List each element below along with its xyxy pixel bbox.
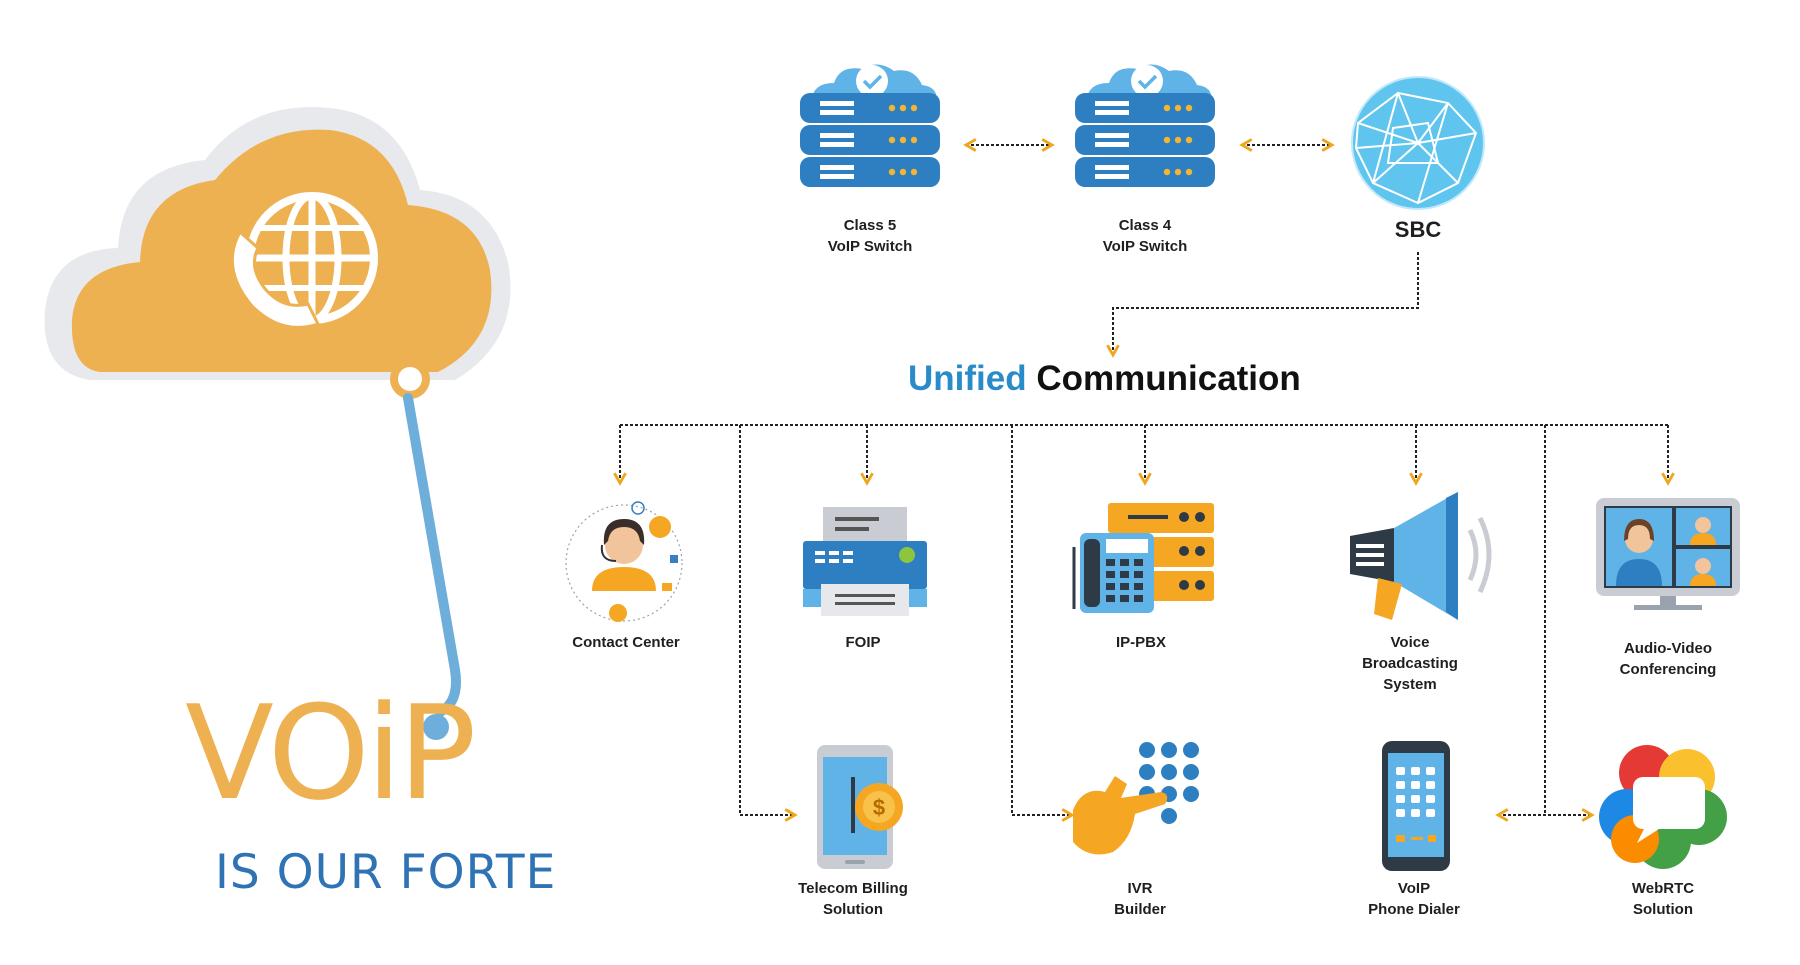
mobile-payment-icon: $ xyxy=(817,745,903,869)
pin-dot xyxy=(423,714,449,740)
webrtc-logo-icon xyxy=(1599,745,1727,869)
smartphone-dialer-icon xyxy=(1382,741,1450,871)
label-sbc: SBC xyxy=(1394,217,1442,242)
server-stack-icon xyxy=(798,62,942,189)
label-ippbx: IP-PBX xyxy=(1115,634,1167,651)
desk-phone-server-icon xyxy=(1072,503,1214,613)
connector xyxy=(1011,425,1072,815)
title-part-unified: Unified xyxy=(908,359,1027,398)
cloud-globe-phone-icon xyxy=(44,107,511,399)
svg-text:$: $ xyxy=(873,795,885,820)
megaphone-icon xyxy=(1350,492,1492,620)
connector xyxy=(739,425,795,815)
title-part-communication: Communication xyxy=(1036,359,1301,398)
network-globe-icon xyxy=(1351,76,1485,210)
label-foip: FOIP xyxy=(845,634,881,651)
video-conference-icon xyxy=(1596,498,1740,610)
brand-subtitle: IS OUR FORTE xyxy=(215,845,557,900)
server-stack-icon xyxy=(1073,62,1217,189)
pin-line xyxy=(403,393,461,717)
label-contact-center: Contact Center xyxy=(572,634,680,651)
connector xyxy=(1113,252,1419,355)
headset-agent-icon xyxy=(565,501,683,622)
diagram-title: Unified Communication xyxy=(908,357,1301,401)
keypad-hand-icon xyxy=(1073,742,1199,855)
fax-machine-icon xyxy=(803,507,927,616)
brand-title: VOiP xyxy=(185,677,476,829)
